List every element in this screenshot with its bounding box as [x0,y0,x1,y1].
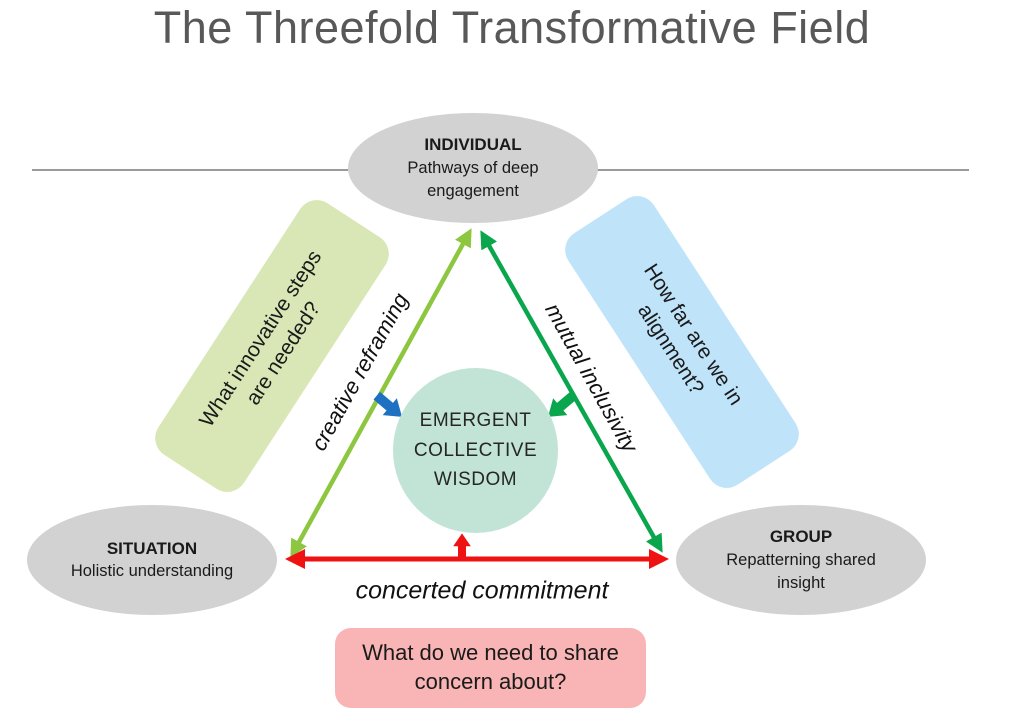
individual-heading: INDIVIDUAL [424,135,522,154]
group-heading: GROUP [769,527,833,546]
emergent-collective-wisdom-circle: EMERGENT COLLECTIVE WISDOM [393,368,558,533]
individual-subtitle: Pathways of deep engagement [407,158,539,200]
green-pointer-arrow-icon [547,391,577,417]
edge-label-concerted-commitment: concerted commitment [355,576,609,605]
situation-node: SITUATION Holistic understanding [27,505,277,615]
edge-right-double-arrow [480,230,663,553]
situation-subtitle: Holistic understanding [70,562,234,581]
individual-node: INDIVIDUAL Pathways of deep engagement [348,113,598,223]
red-pointer-arrow-icon [453,533,471,560]
situation-heading: SITUATION [106,538,198,558]
question-text-share-concern: What do we need to share concern about? [362,640,619,694]
center-circle-text: EMERGENT COLLECTIVE WISDOM [413,410,538,491]
group-subtitle: Repatterning shared insight [726,550,876,592]
question-box-share-concern: What do we need to share concern about? [335,628,646,708]
group-node: GROUP Repatterning shared insight [676,505,926,615]
blue-pointer-arrow-icon [373,391,403,417]
page-title: The Threefold Transformative Field [153,2,871,53]
